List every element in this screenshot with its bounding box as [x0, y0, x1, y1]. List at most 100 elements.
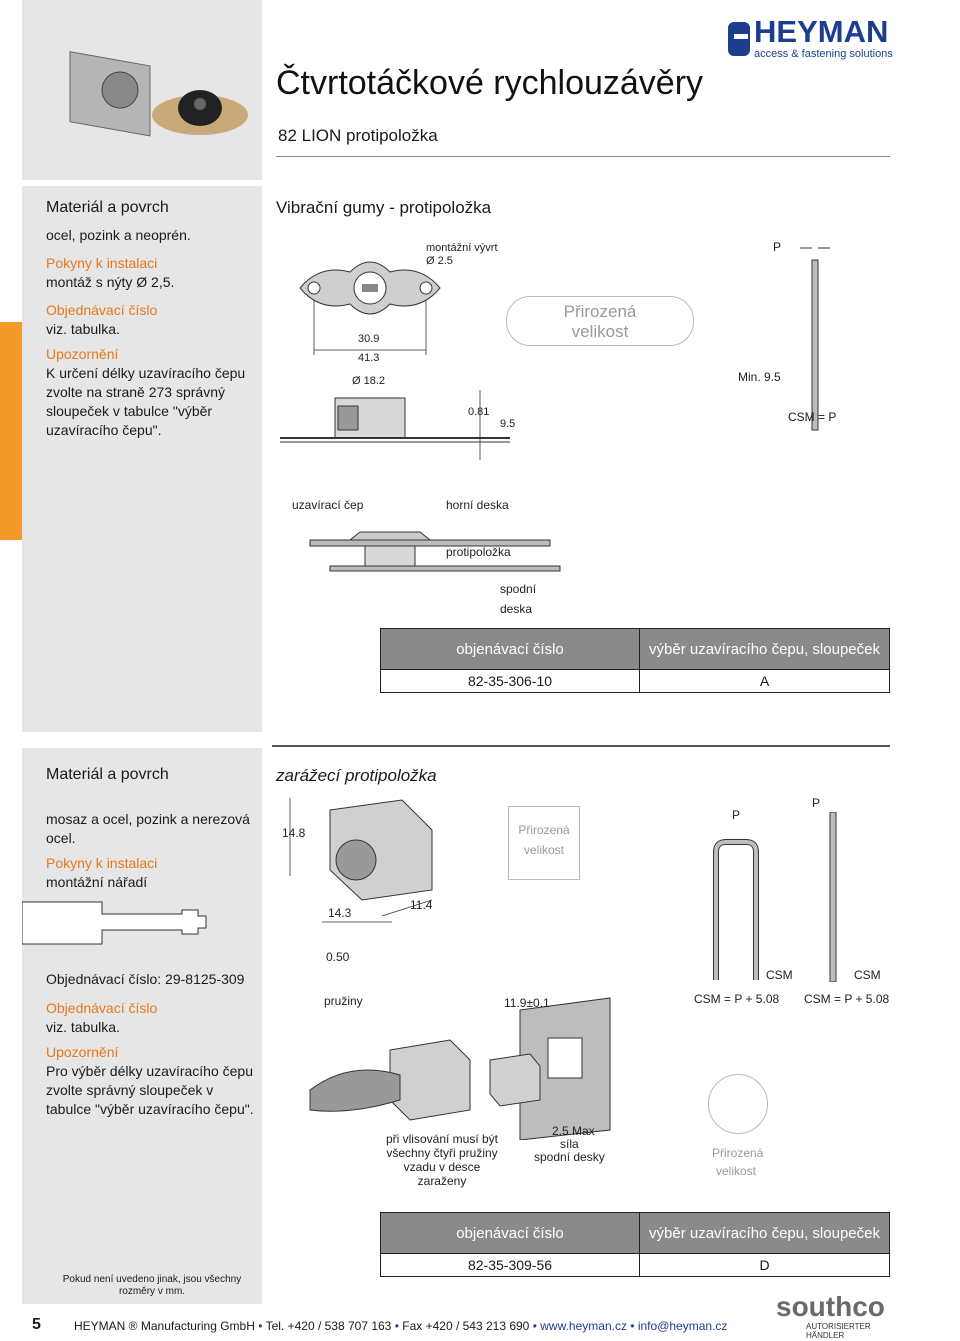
section2-left-text-2: Objednávací číslo: 29-8125-309 Objednáva… — [46, 970, 258, 1119]
badge3-line-2: velikost — [716, 1164, 757, 1178]
southco-logo: southco AUTORISIERTER HÄNDLER — [776, 1291, 892, 1341]
natural-size-badge-1: Přirozená velikost — [506, 296, 694, 346]
footer-mail-link[interactable]: info@heyman.cz — [637, 1319, 728, 1333]
order-table-2-h1: objenávací číslo — [380, 1212, 640, 1254]
material-text: ocel, pozink a neoprén. — [46, 227, 191, 243]
dim-p-top: P — [773, 240, 782, 254]
header-divider — [276, 156, 890, 157]
dim-30-9: 30.9 — [358, 333, 380, 345]
order-table-2-h2: výběr uzavíracího čepu, sloupeček — [639, 1212, 890, 1254]
badge-line-2: velikost — [571, 322, 629, 341]
orange-page-tab — [0, 322, 22, 540]
lbl-receptacle: protipoložka — [446, 545, 511, 559]
section2-left-text: mosaz a ocel, pozink a nerezová ocel. Po… — [46, 810, 258, 892]
s2-material-text: mosaz a ocel, pozink a nerezová ocel. — [46, 811, 250, 846]
footer: 5 HEYMAN ® Manufacturing GmbH • Tel. +42… — [0, 1292, 960, 1341]
dim-p-2b: P — [812, 796, 821, 810]
lbl-bottom: spodní — [500, 582, 537, 596]
dim-0-50: 0.50 — [326, 950, 350, 964]
page-subtitle: 82 LION protipoložka — [278, 126, 438, 145]
lbl-springs: pružiny — [324, 994, 363, 1008]
dim-11-4: 11.4 — [410, 898, 433, 912]
dim-p-2a: P — [732, 808, 741, 822]
dim-csm-eq-2a: CSM = P + 5.08 — [694, 992, 780, 1006]
section1-title: Vibrační gumy - protipoložka — [276, 198, 492, 217]
order-heading: Objednávací číslo — [46, 302, 158, 318]
order-table-1-c2: A — [639, 669, 890, 693]
press-fit-illustration — [309, 997, 611, 1140]
u-profile-1 — [713, 839, 759, 980]
section2-material-heading: Materiál a povrch — [46, 766, 169, 783]
footer-tel: Tel. +420 / 538 707 163 — [265, 1319, 392, 1333]
dim-csm-2b: CSM — [854, 968, 881, 982]
order-table-1-h2: výběr uzavíracího čepu, sloupeček — [639, 628, 890, 670]
natural-size-badge-2: Přirozená velikost — [508, 806, 580, 880]
footer-web-link[interactable]: www.heyman.cz — [540, 1319, 627, 1333]
s2-order-number: Objednávací číslo: 29-8125-309 — [46, 971, 245, 987]
s2-warning-heading: Upozornění — [46, 1044, 119, 1060]
southco-text: southco — [776, 1291, 885, 1322]
lbl-top-plate: horní deska — [446, 498, 509, 512]
install-text: montáž s nýty Ø 2,5. — [46, 274, 175, 290]
dim-18-2: Ø 18.2 — [352, 375, 386, 387]
lbl-press-note: při vlisování musí být všechny čtyři pru… — [385, 1132, 499, 1188]
dim-9-5: 9.5 — [500, 418, 516, 430]
section-divider — [272, 745, 890, 747]
order-table-2-c2: D — [639, 1253, 890, 1277]
left-panel-mid — [22, 186, 262, 732]
grommet-section-view — [280, 390, 510, 460]
dim-tolerance: 11.9±0.1 — [504, 996, 550, 1010]
lbl-plate: deska — [500, 602, 533, 616]
left-panel-bottom — [22, 748, 262, 1304]
dim-hole-dia: Ø 2.5 — [426, 255, 453, 267]
lbl-max-1: 2.5 Max — [552, 1124, 595, 1138]
heyman-logo: HEYMAN access & fastening solutions — [726, 14, 893, 60]
footer-contact: HEYMAN ® Manufacturing GmbH • Tel. +420 … — [74, 1319, 728, 1333]
order-text: viz. tabulka. — [46, 321, 120, 337]
dimensions-note: Pokud není uvedeno jinak, jsou všechny r… — [62, 1274, 242, 1297]
installation-tool-icon — [22, 901, 207, 945]
natural-size-circle — [708, 1074, 768, 1134]
lbl-max-3: spodní desky — [534, 1150, 605, 1164]
badge-line-1: Přirozená — [563, 302, 637, 321]
s2-warning-text: Pro výběr délky uzavíracího čepu zvolte … — [46, 1063, 254, 1117]
grommet-top-view — [299, 261, 441, 355]
order-table-1: objenávací číslo výběr uzavíracího čepu,… — [380, 628, 890, 693]
warning-text: K určení délky uzavíracího čepu zvolte n… — [46, 365, 246, 438]
profile-side-view — [800, 247, 830, 431]
footer-fax: Fax +420 / 543 213 690 — [402, 1319, 530, 1333]
dim-41-3: 41.3 — [358, 352, 380, 364]
install-heading: Pokyny k instalaci — [46, 255, 158, 271]
section2-title: zarážecí protipoložka — [276, 766, 437, 785]
page-title: Čtvrtotáčkové rychlouzávěry — [276, 64, 704, 102]
flat-profile-2 — [829, 812, 837, 982]
order-table-1-h1: objenávací číslo — [380, 628, 640, 670]
clip-receptacle-drawing — [289, 798, 433, 923]
dim-14-3: 14.3 — [328, 906, 352, 920]
s2-install-text: montážní nářadí — [46, 874, 148, 890]
dim-csm-2a: CSM — [766, 968, 793, 982]
csm-label: CSM — [788, 410, 815, 424]
dim-hole-label: montážní vývrt — [426, 242, 498, 254]
lbl-max-2: síla — [560, 1137, 579, 1151]
logo-tagline: access & fastening solutions — [754, 48, 893, 60]
badge2-line-2: velikost — [523, 843, 564, 857]
product-photo — [69, 51, 248, 137]
logo-text: HEYMAN — [754, 14, 889, 49]
order-table-2-c1: 82-35-309-56 — [380, 1253, 640, 1277]
logo-mark-icon — [728, 22, 750, 56]
dim-14-8: 14.8 — [282, 826, 306, 840]
assembly-drawing — [309, 531, 561, 572]
footer-company: HEYMAN ® Manufacturing GmbH — [74, 1319, 255, 1333]
warning-heading: Upozornění — [46, 346, 119, 362]
s2-install-heading: Pokyny k instalaci — [46, 855, 158, 871]
dim-min-9-5: Min. 9.5 — [738, 370, 781, 384]
section1-left-text: Materiál a povrch ocel, pozink a neoprén… — [46, 198, 258, 440]
order-table-2: objenávací číslo výběr uzavíracího čepu,… — [380, 1212, 890, 1277]
dim-csm-eq-2b: CSM = P + 5.08 — [804, 992, 890, 1006]
lbl-closing-stud: uzavírací čep — [292, 498, 364, 512]
page-number: 5 — [32, 1316, 41, 1333]
southco-subtext: AUTORISIERTER HÄNDLER — [806, 1322, 871, 1340]
s2-order-heading: Objednávací číslo — [46, 1000, 158, 1016]
badge3-line-1: Přirozená — [712, 1146, 764, 1160]
